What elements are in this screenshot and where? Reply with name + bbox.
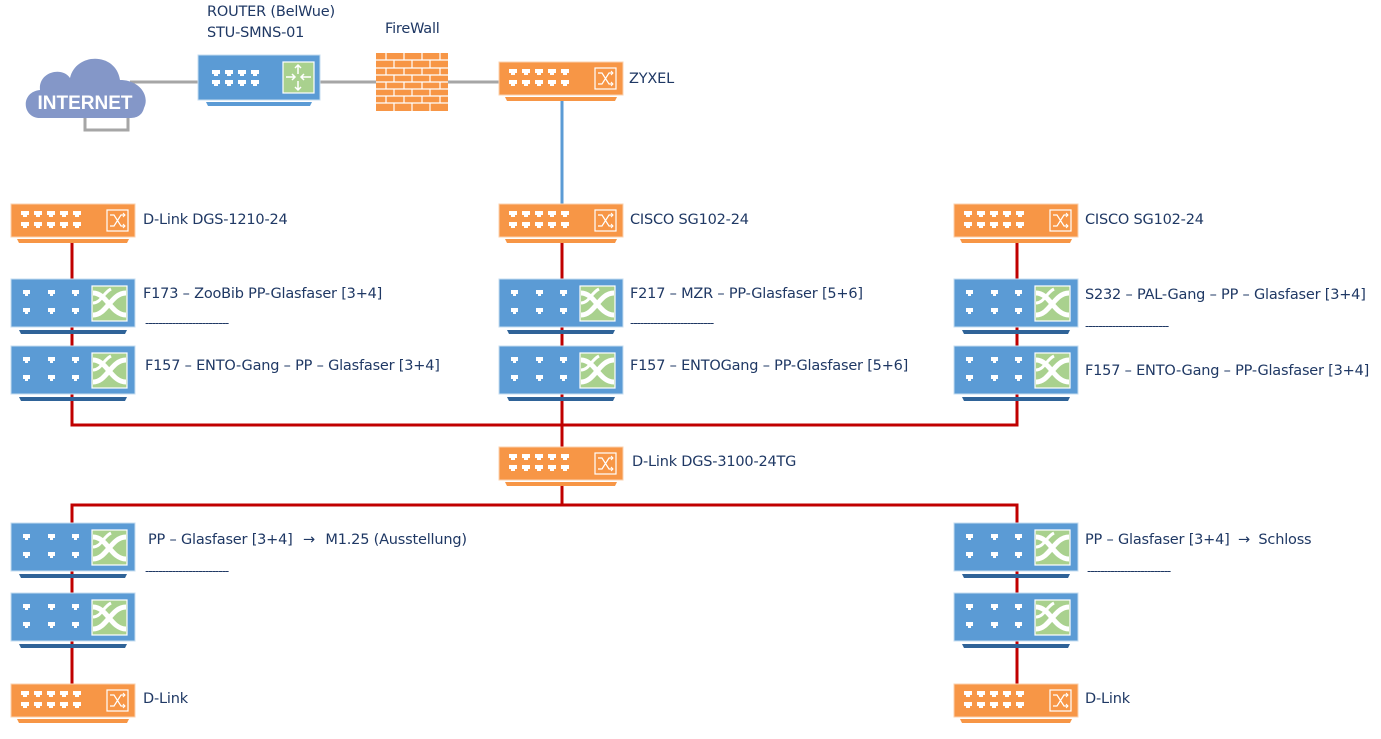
upper-fiber-bus bbox=[70, 394, 1019, 427]
router-label-line2: STU-SMNS-01 bbox=[207, 25, 305, 41]
arrow-right-icon: → bbox=[1238, 532, 1250, 548]
lower-right-panel-label: PP – Glasfaser [3+4] → Schloss bbox=[1085, 532, 1312, 548]
branch-1-switch-label: D-Link DGS-1210-24 bbox=[143, 212, 288, 228]
router-icon bbox=[197, 54, 321, 106]
patch-panel-icon bbox=[11, 523, 135, 578]
lower-left-switch-label: D-Link bbox=[143, 691, 188, 707]
dlink-switch-left-icon bbox=[10, 683, 136, 724]
lower-right-switch-label: D-Link bbox=[1085, 691, 1130, 707]
lower-fiber-bus bbox=[70, 503, 1019, 523]
cisco-switch-1-icon bbox=[498, 203, 624, 244]
zyxel-label: ZYXEL bbox=[629, 71, 674, 87]
patch-panel-icon bbox=[499, 346, 623, 401]
patch-panel-icon bbox=[954, 346, 1078, 401]
lower-left-separator: ------------------------- bbox=[145, 564, 229, 578]
branch-2-separator: ------------------------- bbox=[630, 316, 714, 330]
firewall-icon bbox=[376, 53, 448, 111]
dlink-dgs1210-switch-icon bbox=[10, 203, 136, 244]
cisco-switch-2-icon bbox=[953, 203, 1079, 244]
patch-panel-icon bbox=[11, 279, 135, 334]
lower-left-panel-label: PP – Glasfaser [3+4] → M1.25 (Ausstellun… bbox=[148, 532, 467, 548]
lower-right-separator: ------------------------- bbox=[1087, 564, 1171, 578]
branch-3-panel1-label: S232 – PAL-Gang – PP – Glasfaser [3+4] bbox=[1085, 287, 1366, 303]
internet-label: INTERNET bbox=[38, 93, 133, 114]
branch-3-separator: ------------------------- bbox=[1085, 319, 1169, 333]
patch-panel-icon bbox=[954, 279, 1078, 334]
cloud-stand bbox=[83, 112, 130, 132]
branch-1-separator: ------------------------- bbox=[145, 316, 229, 330]
patch-panel-icon bbox=[954, 523, 1078, 578]
patch-panel-icon bbox=[11, 593, 135, 648]
dlink-dgs3100-switch-icon bbox=[498, 446, 624, 487]
lower-right-destination: Schloss bbox=[1258, 532, 1312, 548]
firewall-label: FireWall bbox=[385, 21, 440, 37]
branch-1-panel1-label: F173 – ZooBib PP-Glasfaser [3+4] bbox=[143, 286, 383, 302]
patch-panel-icon bbox=[954, 593, 1078, 648]
patch-panel-icon bbox=[499, 279, 623, 334]
lower-right-panel-text: PP – Glasfaser [3+4] bbox=[1085, 532, 1230, 548]
branch-2-switch-label: CISCO SG102-24 bbox=[630, 212, 749, 228]
dlink-switch-right-icon bbox=[953, 683, 1079, 724]
zyxel-switch-icon bbox=[498, 61, 624, 102]
branch-3-switch-label: CISCO SG102-24 bbox=[1085, 212, 1204, 228]
branch-1-panel2-label: F157 – ENTO-Gang – PP – Glasfaser [3+4] bbox=[145, 358, 440, 374]
internet-cloud-icon: INTERNET bbox=[25, 58, 146, 118]
lower-left-panel-text: PP – Glasfaser [3+4] bbox=[148, 532, 293, 548]
branch-3-panel2-label: F157 – ENTO-Gang – PP-Glasfaser [3+4] bbox=[1085, 363, 1370, 379]
core-switch-label: D-Link DGS-3100-24TG bbox=[632, 454, 797, 470]
router-label-line1: ROUTER (BelWue) bbox=[207, 4, 335, 20]
branch-2-panel2-label: F157 – ENTOGang – PP-Glasfaser [5+6] bbox=[630, 358, 909, 374]
branch-2-panel1-label: F217 – MZR – PP-Glasfaser [5+6] bbox=[630, 286, 863, 302]
links bbox=[70, 80, 1019, 684]
patch-panel-icon bbox=[11, 346, 135, 401]
arrow-right-icon: → bbox=[303, 532, 315, 548]
lower-left-destination: M1.25 (Ausstellung) bbox=[325, 532, 467, 548]
